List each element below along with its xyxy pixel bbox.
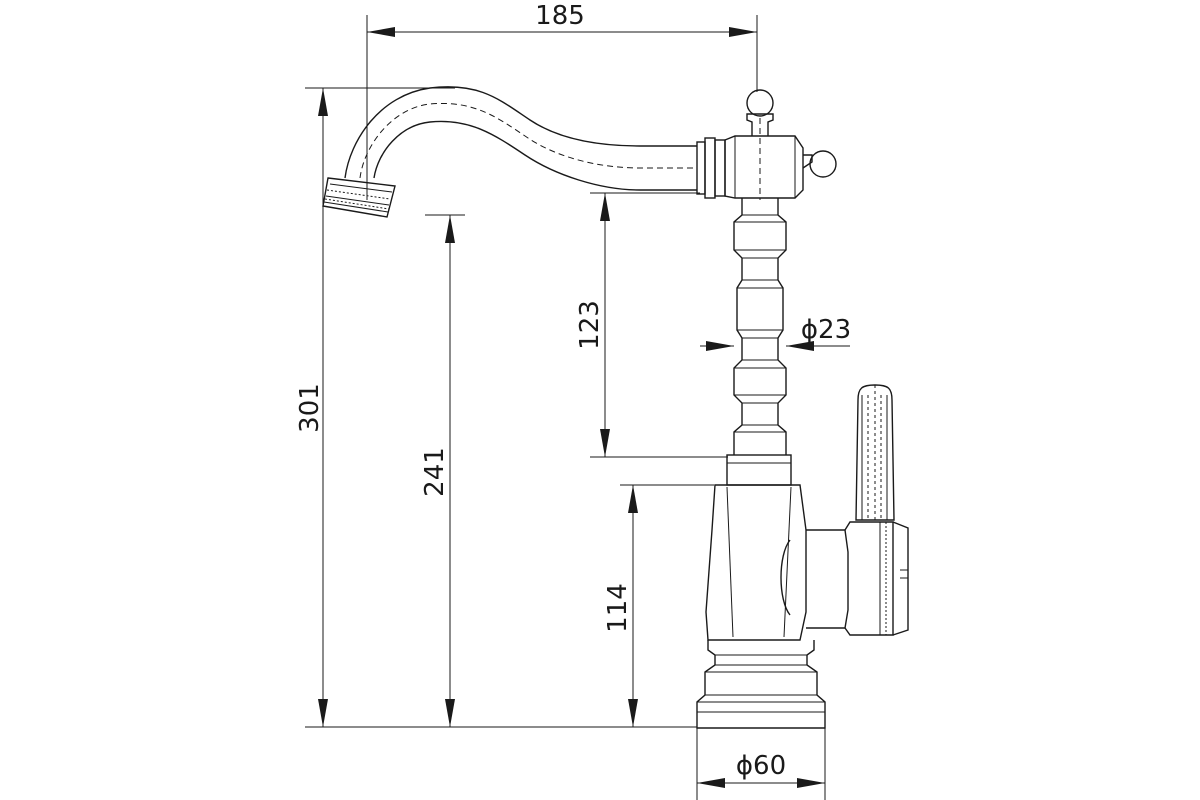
dimension-lines xyxy=(305,15,850,800)
column xyxy=(726,198,792,486)
faucet-outline xyxy=(322,86,909,729)
base xyxy=(696,640,826,729)
spout-collar xyxy=(696,137,726,199)
dimension-labels: 185 301 241 123 114 ϕ23 ϕ60 xyxy=(295,1,851,781)
dim-label-diameter-60: ϕ60 xyxy=(736,751,786,781)
aerator xyxy=(322,177,396,218)
dim-label-123: 123 xyxy=(575,300,605,350)
dim-label-diameter-23: ϕ23 xyxy=(801,315,851,345)
dim-label-114: 114 xyxy=(603,583,633,633)
spout-inner xyxy=(373,120,697,191)
handle-lever xyxy=(855,384,895,521)
body xyxy=(705,484,909,641)
dim-label-241: 241 xyxy=(420,447,450,497)
dim-label-301: 301 xyxy=(295,383,325,433)
dim-label-185: 185 xyxy=(535,1,585,31)
spout-outer xyxy=(344,86,697,179)
spout-centerline xyxy=(359,102,697,179)
top-hub xyxy=(724,89,837,200)
